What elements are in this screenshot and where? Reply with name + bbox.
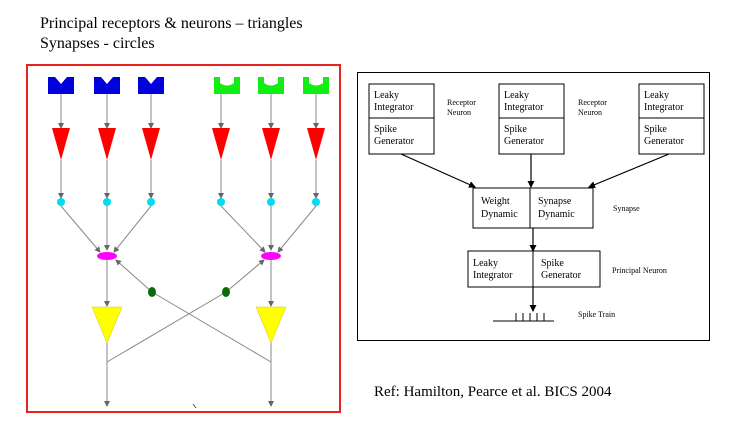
cross-inhibition-links — [106, 259, 272, 363]
model-block-diagram-panel: Leaky Integrator Spike Generator Recepto… — [357, 72, 710, 341]
junction-right — [261, 252, 281, 260]
receptor-neurons — [52, 128, 325, 160]
rn1-integrator: Integrator — [374, 102, 414, 113]
title-line-1: Principal receptors & neurons – triangle… — [40, 15, 303, 32]
red-neuron-5 — [262, 128, 280, 160]
green-receptor-2 — [258, 77, 284, 94]
spike-train — [493, 313, 554, 322]
output-links — [104, 343, 274, 409]
pn-integrator: Integrator — [473, 270, 513, 281]
red-neuron-6 — [307, 128, 325, 160]
principal-neurons — [91, 306, 287, 344]
principal-neuron-right — [255, 306, 287, 344]
excitatory-synapses — [57, 198, 320, 206]
synapse-6 — [312, 198, 320, 206]
synapse-5 — [267, 198, 275, 206]
red-neuron-4 — [212, 128, 230, 160]
red-neuron-3 — [142, 128, 160, 160]
spike-train-label: Spike Train — [578, 310, 615, 319]
receptor-to-neuron-links — [58, 94, 319, 129]
inhibitory-synapses — [148, 287, 230, 297]
title-line-2: Synapses - circles — [40, 35, 155, 52]
rn1-leaky: Leaky — [374, 90, 399, 101]
pn-spike: Spike — [541, 258, 564, 269]
network-diagram — [48, 77, 329, 409]
junction-left — [97, 252, 117, 260]
principal-neuron-block: Leaky Integrator Spike Generator — [467, 250, 601, 288]
rn1-spike: Spike — [374, 124, 397, 135]
pn-generator: Generator — [541, 270, 582, 281]
green-receptor-3 — [303, 77, 329, 94]
rn1-generator: Generator — [374, 136, 415, 147]
principal-neuron-label: Principal Neuron — [612, 266, 667, 275]
blue-receptor-2 — [94, 77, 120, 94]
model-block-diagram: Leaky Integrator Spike Generator Recepto… — [368, 83, 705, 322]
weight-label: Weight — [481, 196, 510, 207]
receptor-neuron-block-1: Leaky Integrator Spike Generator — [368, 83, 435, 155]
receptor-to-synapse-arrows — [400, 153, 670, 188]
synapse-2 — [103, 198, 111, 206]
dynamic-label-left: Dynamic — [481, 209, 518, 220]
rn3-spike: Spike — [644, 124, 667, 135]
receptor-neuron-block-2: Leaky Integrator Spike Generator — [498, 83, 565, 155]
rn2-spike: Spike — [504, 124, 527, 135]
rn2-generator: Generator — [504, 136, 545, 147]
receptor-label-1-line1: Receptor — [447, 98, 476, 107]
neuron-to-synapse-links — [58, 160, 319, 199]
reference-text: Ref: Hamilton, Pearce et al. BICS 2004 — [374, 384, 612, 400]
network-diagram-panel — [26, 64, 341, 413]
synapse-side-label: Synapse — [613, 204, 640, 213]
receptor-label-2-line1: Receptor — [578, 98, 607, 107]
receptor-label-2-line2: Neuron — [578, 108, 602, 117]
inhibitory-synapse-right — [222, 287, 230, 297]
junctions — [97, 252, 281, 260]
blue-receptors — [48, 77, 164, 94]
dynamic-label-right: Dynamic — [538, 209, 575, 220]
green-receptor-1 — [214, 77, 240, 94]
rn3-generator: Generator — [644, 136, 685, 147]
junction-to-principal-links — [104, 260, 274, 307]
synapse-to-junction-links — [60, 205, 317, 253]
red-neuron-2 — [98, 128, 116, 160]
rn2-integrator: Integrator — [504, 102, 544, 113]
synapse-block: Weight Dynamic Synapse Dynamic — [472, 187, 594, 229]
synapse-label-in-block: Synapse — [538, 196, 572, 207]
principal-neuron-left — [91, 306, 123, 344]
blue-receptor-1 — [48, 77, 74, 94]
red-neuron-1 — [52, 128, 70, 160]
receptor-neuron-block-3: Leaky Integrator Spike Generator — [638, 83, 705, 155]
synapse-4 — [217, 198, 225, 206]
synapse-3 — [147, 198, 155, 206]
green-receptors — [214, 77, 329, 94]
synapse-1 — [57, 198, 65, 206]
blue-receptor-3 — [138, 77, 164, 94]
rn2-leaky: Leaky — [504, 90, 529, 101]
inhibitory-synapse-left — [148, 287, 156, 297]
rn3-integrator: Integrator — [644, 102, 684, 113]
pn-leaky: Leaky — [473, 258, 498, 269]
rn3-leaky: Leaky — [644, 90, 669, 101]
receptor-label-1-line2: Neuron — [447, 108, 471, 117]
